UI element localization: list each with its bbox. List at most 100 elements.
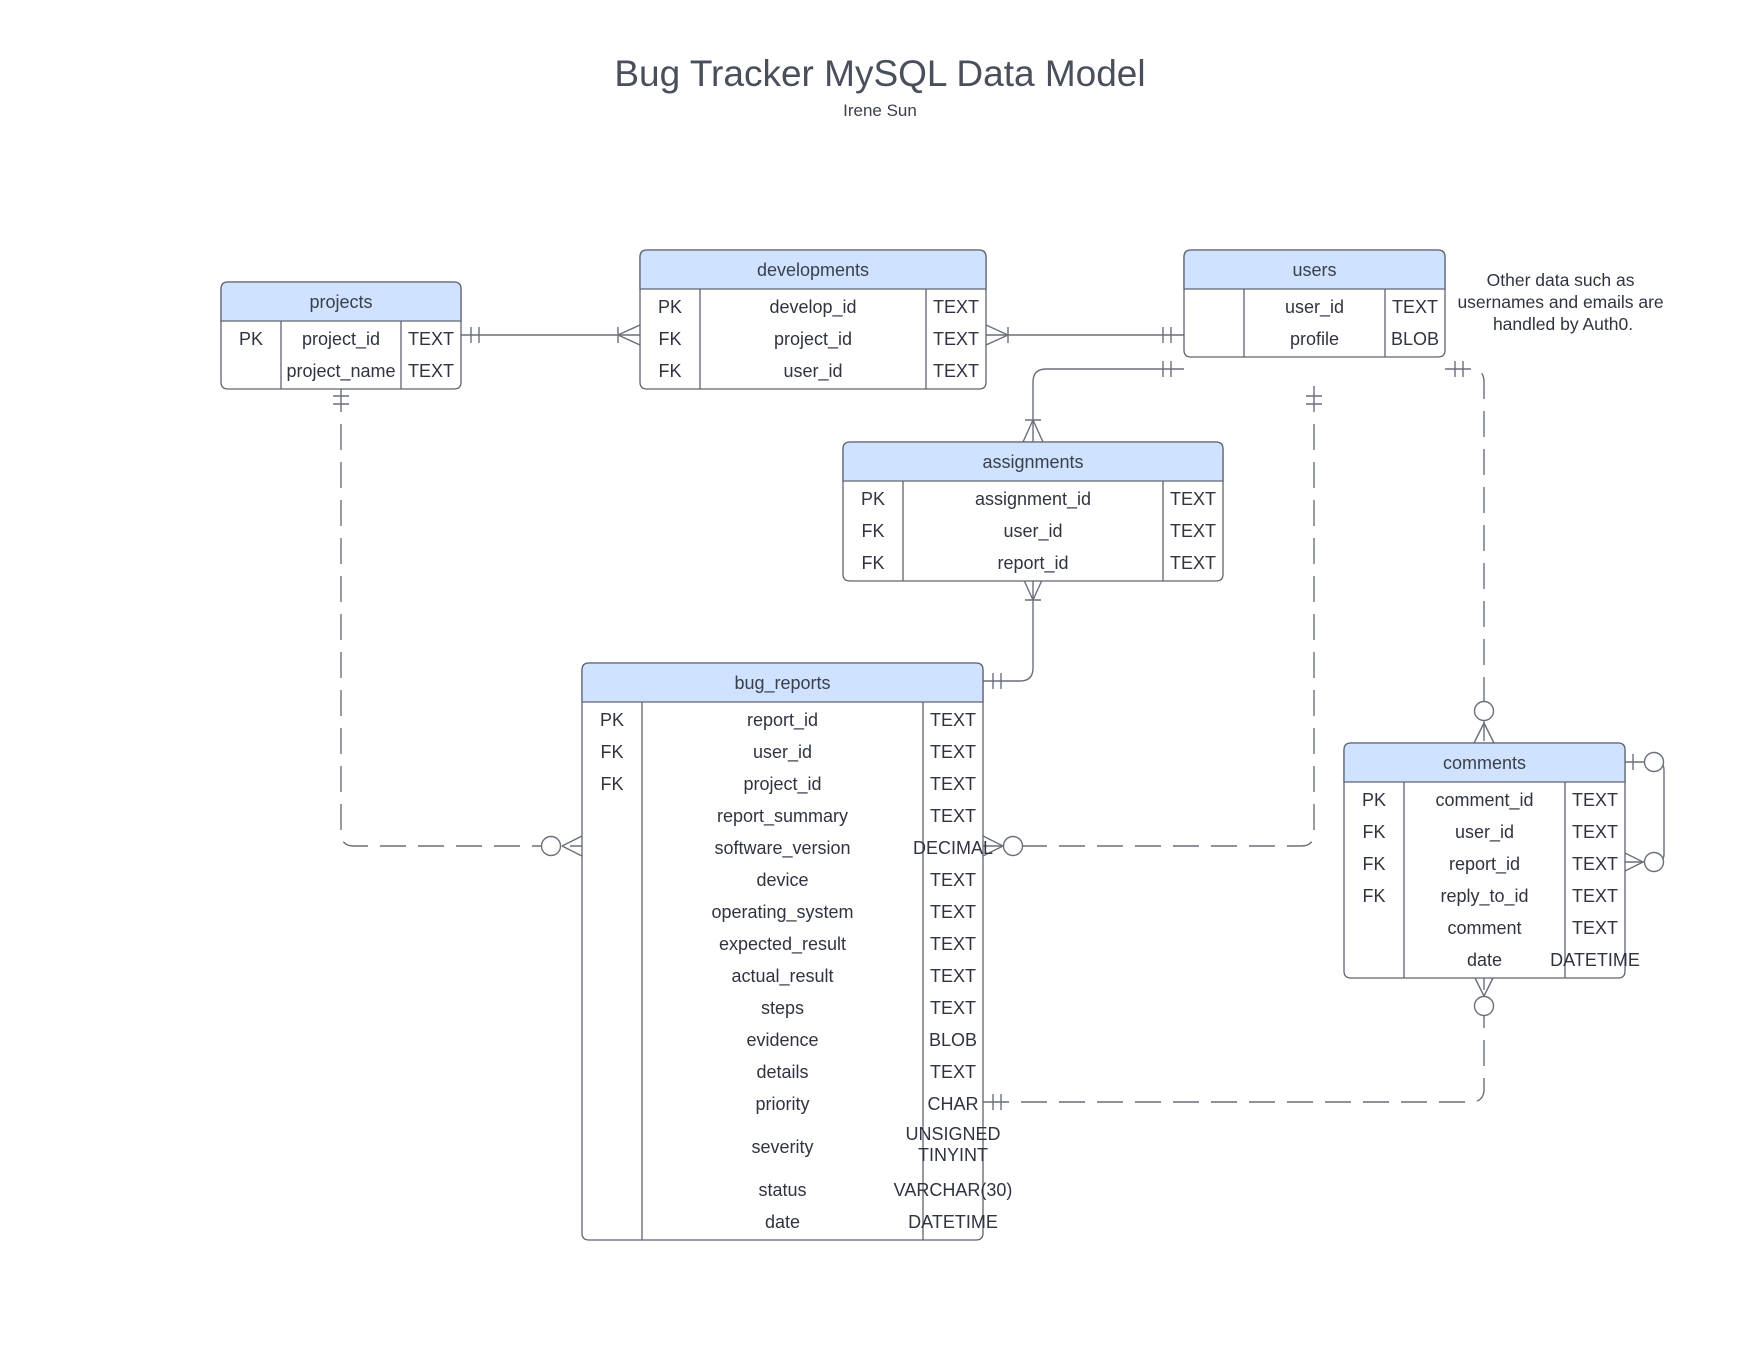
- field-cell: evidence: [746, 1030, 818, 1050]
- key-cell: FK: [1362, 886, 1385, 906]
- type-cell: BLOB: [1391, 329, 1439, 349]
- entity-row: date DATETIME: [1467, 950, 1640, 970]
- field-cell: device: [756, 870, 808, 890]
- field-cell: report_id: [997, 553, 1068, 574]
- field-cell: assignment_id: [975, 489, 1091, 510]
- entity-name: developments: [757, 260, 869, 280]
- field-cell: reply_to_id: [1440, 886, 1528, 907]
- type-cell: DATETIME: [908, 1212, 998, 1232]
- bugreports-comments-line: [983, 976, 1485, 1103]
- entity-row: priority CHAR: [755, 1094, 978, 1114]
- entity-row: project_name TEXT: [286, 361, 454, 382]
- entity-header: [581, 662, 984, 703]
- key-cell: PK: [1362, 790, 1386, 810]
- type-cell: DATETIME: [1550, 950, 1640, 970]
- users-bugreports-line: [983, 386, 1315, 847]
- field-cell: software_version: [714, 838, 850, 859]
- crow-foot-marker: [985, 324, 1009, 346]
- field-cell: date: [765, 1212, 800, 1232]
- one-one-marker: [1162, 327, 1172, 343]
- type-cell: TEXT: [930, 806, 976, 826]
- key-cell: FK: [1362, 854, 1385, 874]
- zero-marker: [1002, 835, 1024, 857]
- one-one-marker: [1454, 361, 1464, 377]
- entity-name: comments: [1443, 753, 1526, 773]
- diagram-author: Irene Sun: [843, 101, 917, 120]
- field-cell: user_id: [1455, 822, 1514, 843]
- field-cell: report_summary: [717, 806, 848, 827]
- zero-marker: [540, 835, 562, 857]
- entity-row: profile BLOB: [1290, 329, 1439, 349]
- one-one-marker: [470, 327, 480, 343]
- type-cell: TEXT: [930, 710, 976, 730]
- field-cell: user_id: [753, 742, 812, 763]
- field-cell: develop_id: [769, 297, 856, 318]
- field-cell: user_id: [783, 361, 842, 382]
- key-cell: FK: [658, 361, 681, 381]
- crow-foot-marker: [1624, 852, 1644, 872]
- auth0-note-line: handled by Auth0.: [1493, 314, 1633, 334]
- entity-name: assignments: [982, 452, 1083, 472]
- type-cell: TEXT: [1572, 822, 1618, 842]
- relationships: [333, 324, 1665, 1110]
- type-cell: TEXT: [930, 966, 976, 986]
- one-one-marker: [1162, 361, 1172, 377]
- type-cell: TEXT: [930, 870, 976, 890]
- type-cell: VARCHAR(30): [894, 1180, 1013, 1200]
- entity-header: [1183, 249, 1446, 290]
- field-cell: status: [758, 1180, 806, 1200]
- type-cell: CHAR: [927, 1094, 978, 1114]
- field-cell: project_id: [302, 329, 380, 350]
- entity-header: [842, 441, 1224, 482]
- entity-row: status VARCHAR(30): [758, 1180, 1012, 1200]
- zero-marker: [1643, 851, 1665, 873]
- entity-header: [1343, 742, 1626, 783]
- crow-foot-marker: [1473, 975, 1495, 997]
- zero-marker: [1473, 995, 1495, 1017]
- field-cell: priority: [755, 1094, 809, 1114]
- users-comments-line: [1445, 368, 1485, 743]
- type-cell: TEXT: [930, 1062, 976, 1082]
- auth0-note-line: Other data such as: [1487, 270, 1635, 290]
- entity-row: report_summary TEXT: [717, 806, 976, 827]
- type-cell: TEXT: [1170, 489, 1216, 509]
- entity-header: [220, 281, 462, 322]
- field-cell: date: [1467, 950, 1502, 970]
- type-cell: TEXT: [408, 361, 454, 381]
- diagram-title: Bug Tracker MySQL Data Model: [614, 53, 1145, 94]
- entity-name: projects: [309, 292, 372, 312]
- key-cell: PK: [239, 329, 263, 349]
- auth0-note: Other data such as usernames and emails …: [1457, 270, 1668, 334]
- field-cell: user_id: [1003, 521, 1062, 542]
- field-cell: profile: [1290, 329, 1339, 349]
- crow-foot-marker: [982, 835, 1004, 857]
- type-cell: TEXT: [408, 329, 454, 349]
- type-cell: TEXT: [930, 774, 976, 794]
- key-cell: PK: [600, 710, 624, 730]
- key-cell: FK: [861, 553, 884, 573]
- field-cell: project_name: [286, 361, 395, 382]
- field-cell: project_id: [774, 329, 852, 350]
- type-cell: TEXT: [1572, 854, 1618, 874]
